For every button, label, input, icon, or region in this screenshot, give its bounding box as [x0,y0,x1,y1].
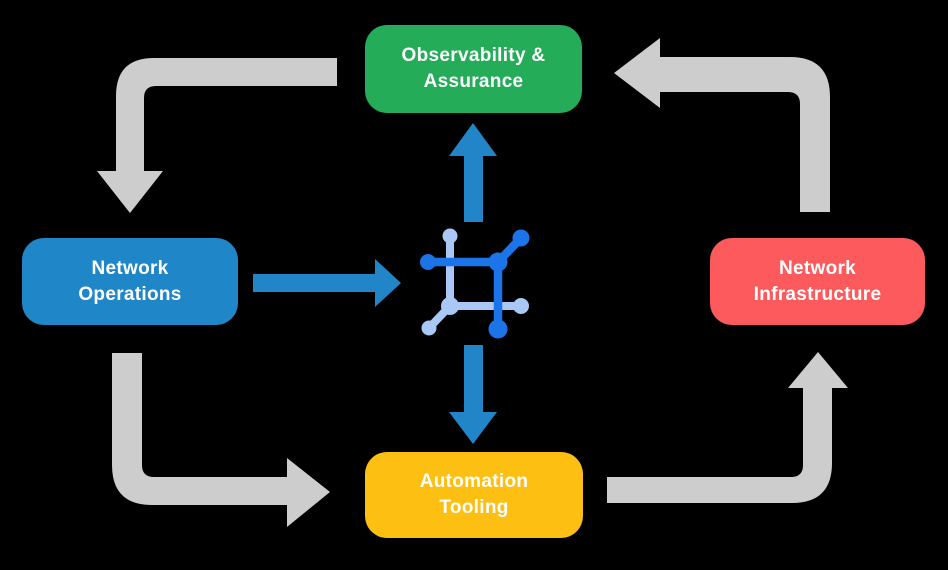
arrow-operations-to-hub [253,259,401,307]
arrow-infrastructure-to-observability [614,38,830,212]
node-label-line: Tooling [439,497,509,518]
arrow-operations-to-automation [112,353,330,527]
node-label-line: Operations [78,283,182,305]
node-network-infrastructure: Network Infrastructure [710,238,925,325]
node-automation-tooling: Automation Tooling [365,452,583,538]
hub-icon-dark-nodes [420,229,530,339]
node-network-operations: Network Operations [22,238,238,325]
hub-icon-light-nodes [421,228,529,336]
node-label-line: Observability & [401,45,546,66]
node-label-line: Network [778,257,857,279]
node-label-line: Automation [419,471,529,492]
arrow-hub-to-observability [449,123,497,222]
network-hub-icon [420,228,530,339]
arrow-automation-to-infrastructure [607,352,848,503]
node-label-line: Infrastructure [753,283,882,305]
arrow-hub-to-automation [449,345,497,444]
node-observability-assurance: Observability & Assurance [365,25,582,113]
node-label-line: Network [91,257,169,279]
node-label-line: Assurance [423,71,524,92]
arrow-observability-to-operations [97,58,337,213]
